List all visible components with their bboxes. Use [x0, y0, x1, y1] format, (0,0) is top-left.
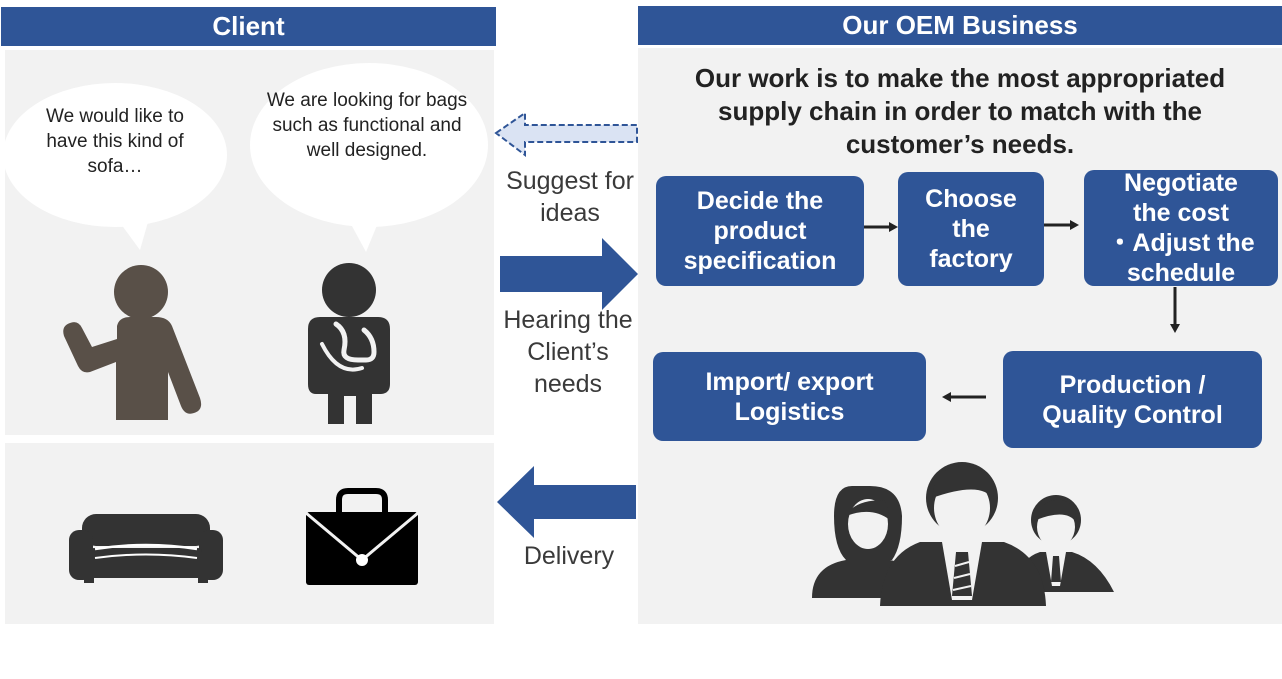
step-connector-arrows — [864, 220, 1180, 402]
speech-bubble-icon — [250, 63, 488, 252]
suggest-arrow-icon — [494, 111, 638, 158]
hearing-label: Hearing the Client’s needs — [503, 306, 633, 398]
client-bag-request: We are looking for bags such as function… — [266, 90, 468, 161]
delivery-label: Delivery — [523, 542, 615, 570]
client-header: Client — [1, 7, 496, 46]
step-negotiate-cost: Negotiate the cost ・Adjust the schedule — [1084, 169, 1278, 287]
step-choose-factory: Choose the factory — [898, 172, 1044, 286]
person-waving-icon — [63, 265, 202, 420]
oem-header: Our OEM Business — [638, 6, 1282, 45]
step-production-quality: Production / Quality Control — [1003, 351, 1262, 448]
speech-bubble-icon — [3, 83, 227, 250]
hearing-arrow-icon — [500, 238, 638, 310]
sofa-icon — [69, 514, 223, 583]
client-sofa-request: We would like to have this kind of sofa… — [46, 106, 184, 177]
person-thinking-icon — [308, 263, 390, 424]
step-import-export-logistics: Import/ export Logistics — [653, 352, 926, 441]
briefcase-icon — [305, 488, 419, 585]
step-decide-specification: Decide the product specification — [656, 176, 864, 286]
suggest-label: Suggest for ideas — [506, 167, 634, 227]
business-team-icon — [812, 462, 1114, 606]
delivery-arrow-icon — [497, 466, 636, 538]
oem-mission-statement: Our work is to make the most appropriate… — [694, 63, 1226, 159]
